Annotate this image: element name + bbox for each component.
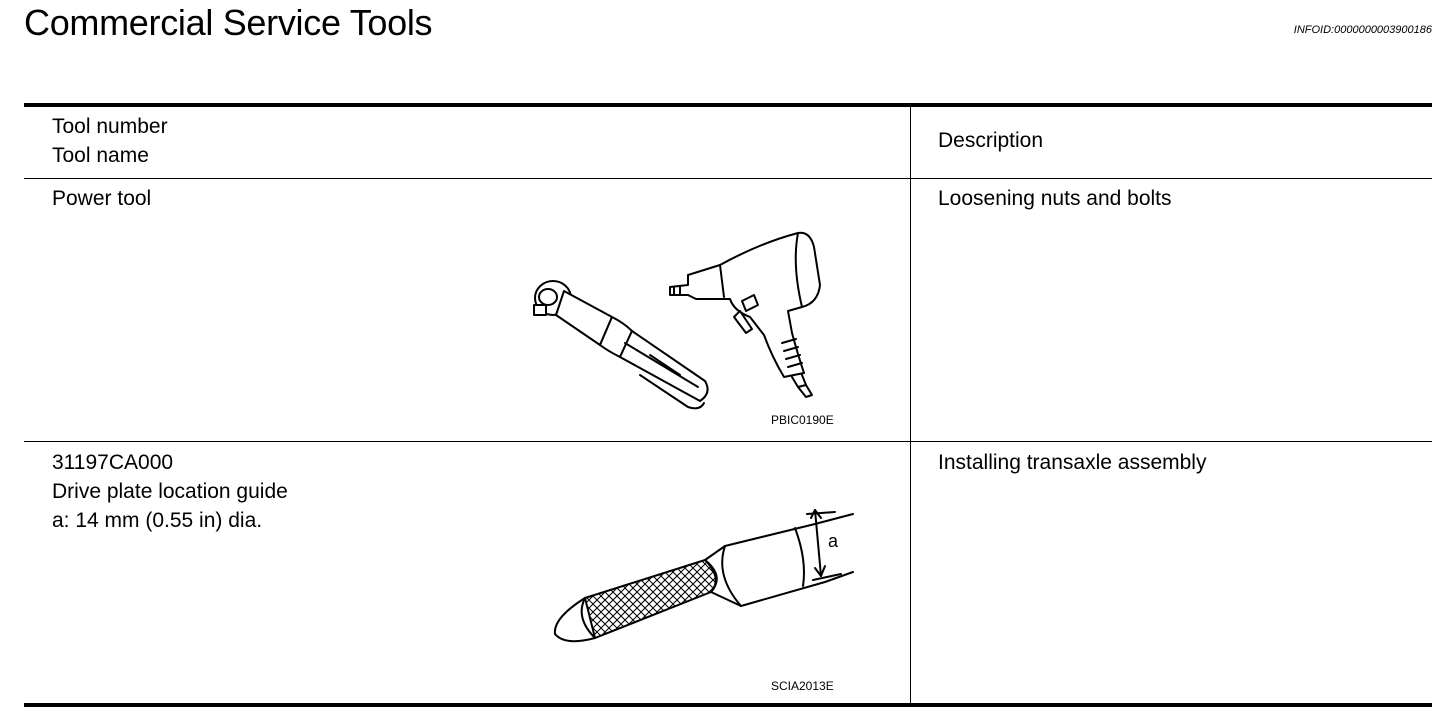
row2-figure-label: a	[828, 531, 839, 551]
header-tool-cell: Tool number Tool name	[52, 112, 168, 170]
row-divider-rule	[24, 441, 1432, 442]
row1-tool-cell: Power tool	[52, 184, 151, 213]
power-tool-illustration	[533, 231, 821, 410]
page-title: Commercial Service Tools	[24, 2, 433, 43]
row1-tool-name: Power tool	[52, 187, 152, 210]
row1-description: Loosening nuts and bolts	[938, 187, 1172, 210]
info-id: INFOID:0000000003900186	[1293, 24, 1432, 36]
row2-tool-name: Drive plate location guide	[52, 480, 288, 503]
impact-wrench-drawing	[669, 231, 821, 398]
row1-figure-code: PBIC0190E	[771, 413, 834, 427]
table-top-rule	[24, 103, 1432, 107]
location-guide-illustration	[553, 509, 854, 643]
table-bottom-rule	[24, 703, 1432, 707]
row2-description: Installing transaxle assembly	[938, 451, 1207, 474]
row2-tool-cell: 31197CA000 Drive plate location guide a:…	[52, 448, 288, 535]
header-row-rule	[24, 178, 1432, 179]
header-description: Description	[938, 129, 1044, 152]
ratchet-wrench-drawing	[533, 280, 709, 410]
row2-figure-code: SCIA2013E	[771, 679, 834, 693]
header-tool-name: Tool name	[52, 144, 149, 167]
header-tool-number: Tool number	[52, 115, 168, 138]
row2-tool-spec: a: 14 mm (0.55 in) dia.	[52, 509, 263, 532]
row2-tool-number: 31197CA000	[52, 451, 174, 474]
column-divider	[910, 107, 911, 703]
